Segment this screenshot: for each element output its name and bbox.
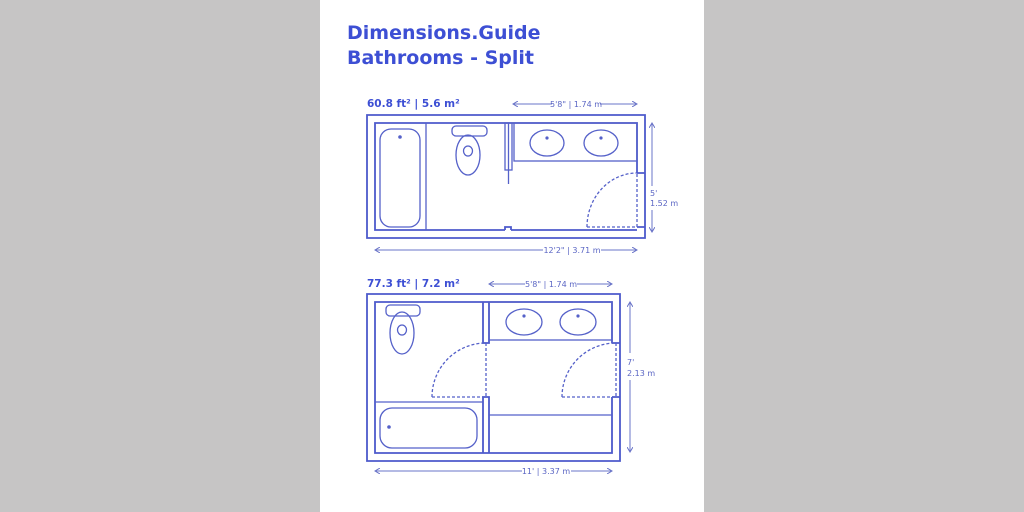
toilet-icon bbox=[451, 125, 488, 176]
plan1-vanity-width: 5'8" | 1.74 m bbox=[550, 100, 602, 109]
sink-icon bbox=[583, 129, 619, 157]
plan2-total-width: 11' | 3.37 m bbox=[522, 467, 571, 476]
plan1-walls bbox=[366, 114, 646, 239]
door-swing bbox=[561, 342, 617, 398]
plan2-vanity-width: 5'8" | 1.74 m bbox=[525, 280, 577, 289]
plan-1: 60.8 ft² | 5.6 m² 5'8" | 1.74 m bbox=[366, 98, 678, 255]
title-line1: Dimensions.Guide bbox=[347, 22, 541, 44]
plan-2: 77.3 ft² | 7.2 m² 5'8" | 1.74 m 7' 2.13 bbox=[366, 278, 655, 476]
bathtub-icon bbox=[379, 128, 421, 228]
plan2-depth-ft: 7' bbox=[627, 358, 634, 367]
plan1-area: 60.8 ft² | 5.6 m² bbox=[367, 98, 460, 110]
title-line2: Bathrooms - Split bbox=[347, 47, 534, 69]
plan2-depth-m: 2.13 m bbox=[627, 369, 655, 378]
plan2-walls bbox=[366, 293, 621, 462]
page-panel bbox=[320, 0, 704, 512]
door-swing bbox=[586, 172, 638, 228]
plan2-area: 77.3 ft² | 7.2 m² bbox=[367, 278, 460, 290]
vanity-counter bbox=[488, 301, 613, 341]
bathtub-icon bbox=[379, 407, 478, 449]
plan1-total-width: 12'2" | 3.71 m bbox=[543, 246, 600, 255]
door-swing bbox=[431, 342, 487, 398]
plan1-depth-ft: 5' bbox=[650, 189, 657, 198]
sink-icon bbox=[559, 308, 597, 336]
partition-wall bbox=[504, 122, 513, 184]
sink-icon bbox=[505, 308, 543, 336]
sink-icon bbox=[529, 129, 565, 157]
toilet-icon bbox=[385, 304, 421, 355]
plan1-depth-m: 1.52 m bbox=[650, 199, 678, 208]
vanity-counter bbox=[513, 122, 638, 162]
